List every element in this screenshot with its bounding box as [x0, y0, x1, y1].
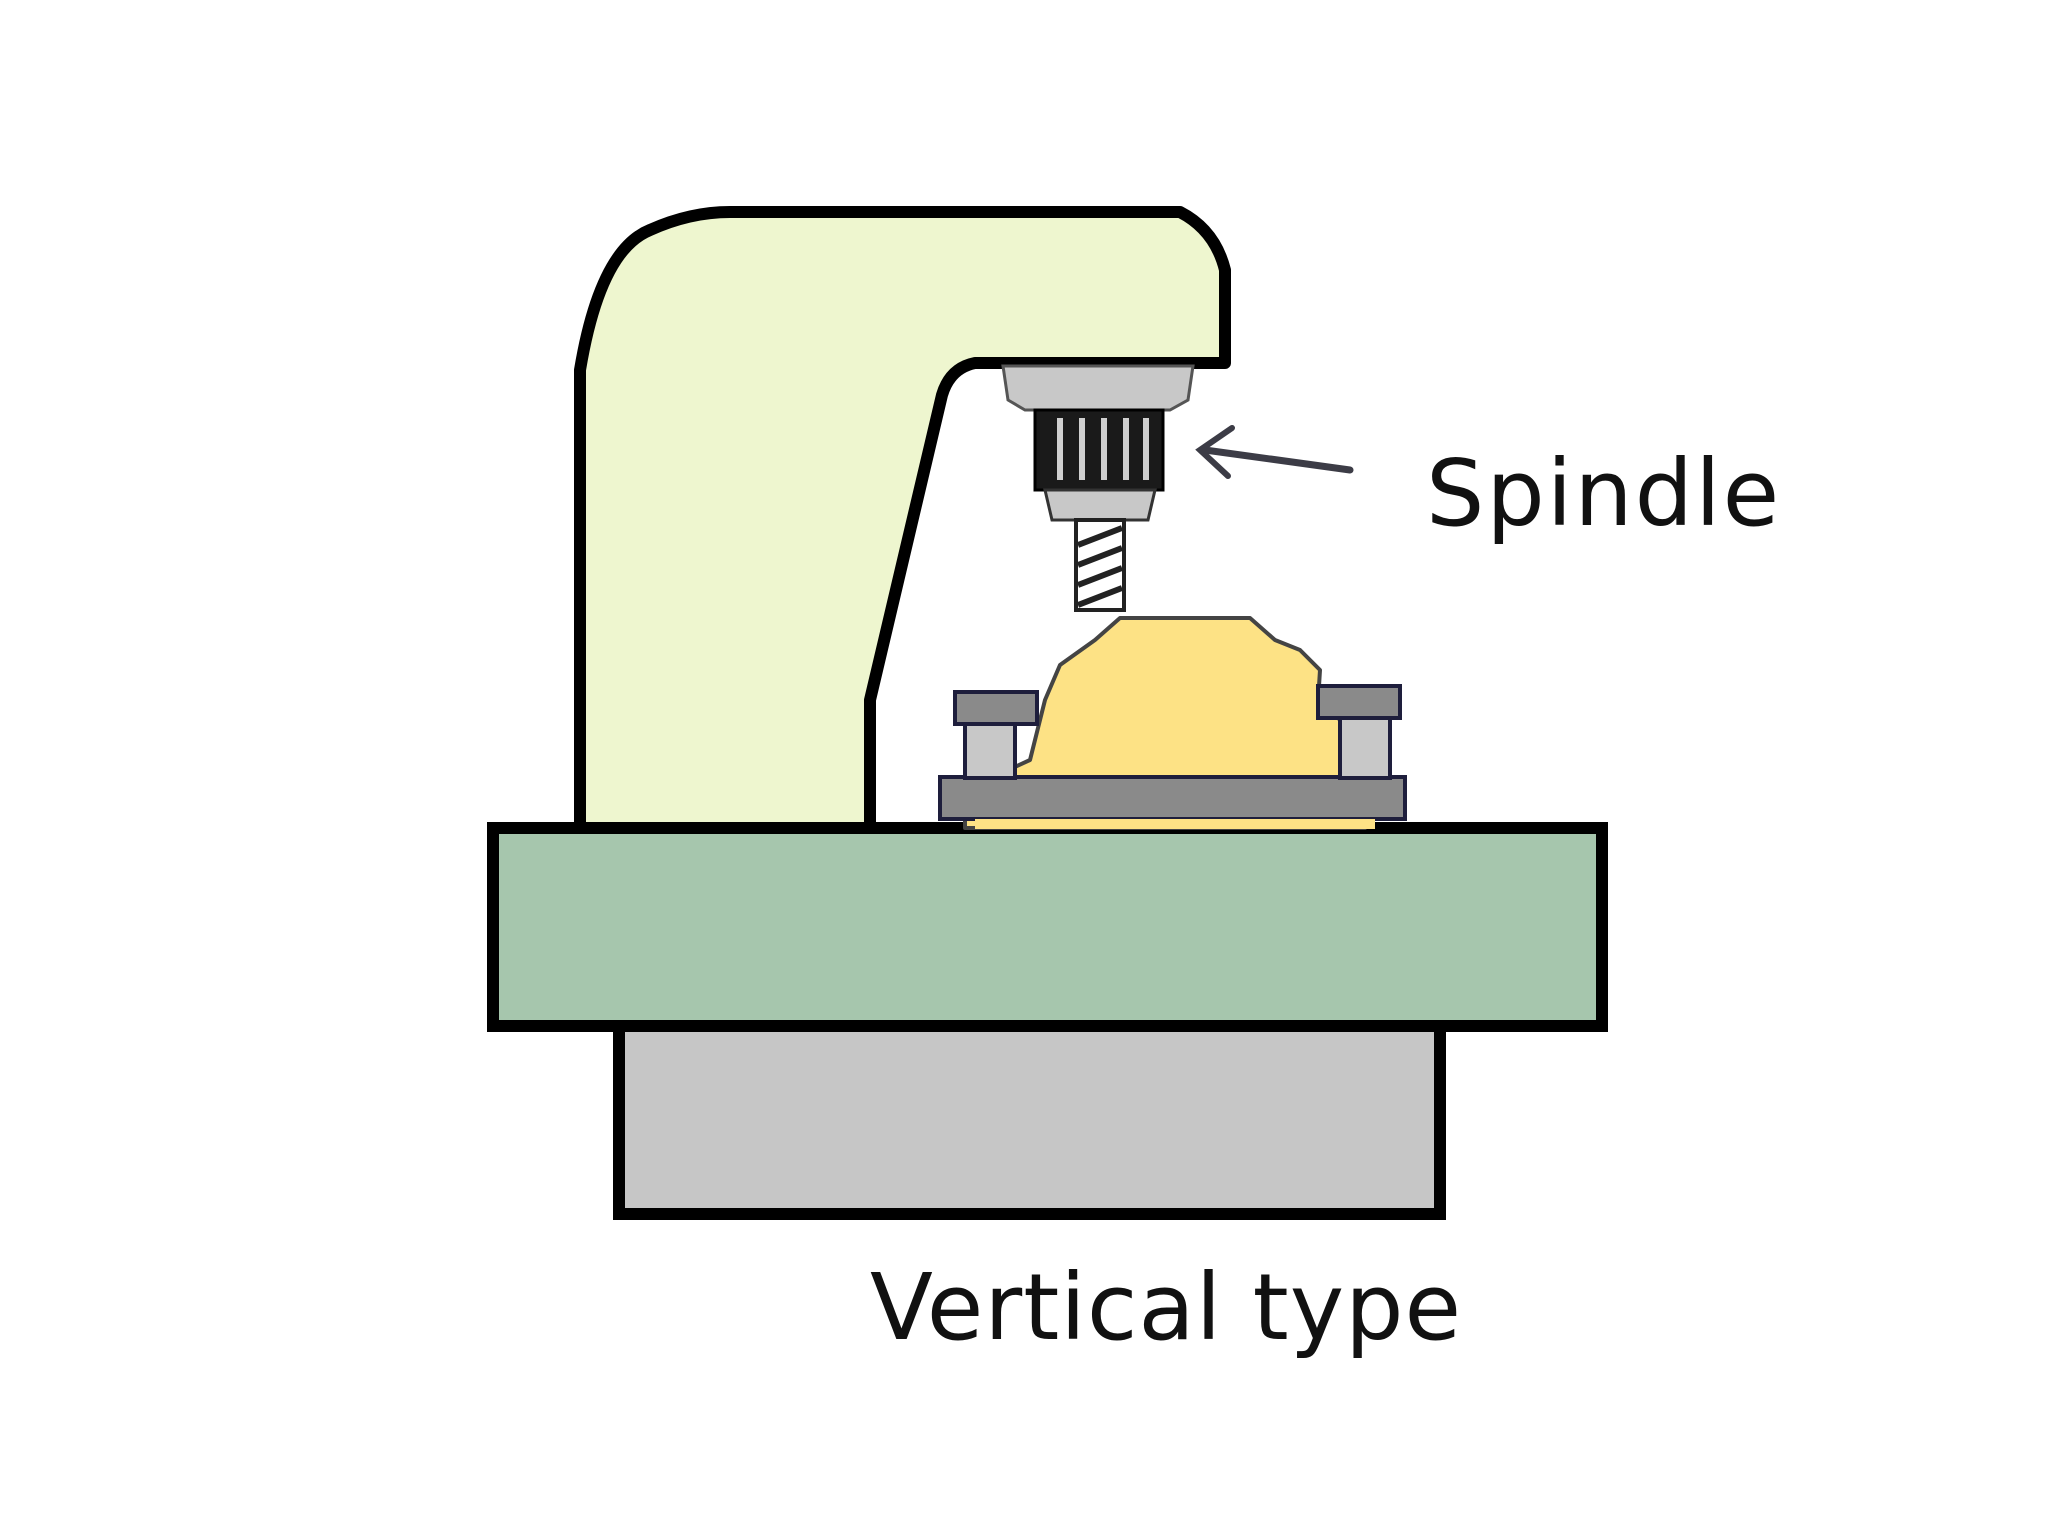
right-clamp-post	[1338, 710, 1392, 780]
arrow-left-icon	[1195, 425, 1354, 479]
spindle-label: Spindle	[1426, 440, 1782, 547]
machine-base	[613, 1016, 1446, 1220]
left-clamp-bar	[953, 690, 1039, 726]
diagram-caption: Vertical type	[870, 1254, 1463, 1361]
clamp-plate	[938, 775, 1407, 821]
spindle-collar	[1001, 364, 1195, 412]
end-mill-cutter-icon	[1074, 518, 1126, 612]
worktable	[487, 822, 1608, 1032]
right-clamp-bar	[1316, 684, 1402, 720]
left-clamp-post	[963, 716, 1017, 780]
clamp-fixture	[938, 684, 1407, 829]
spindle	[1001, 364, 1195, 612]
machine-column	[574, 206, 1231, 834]
